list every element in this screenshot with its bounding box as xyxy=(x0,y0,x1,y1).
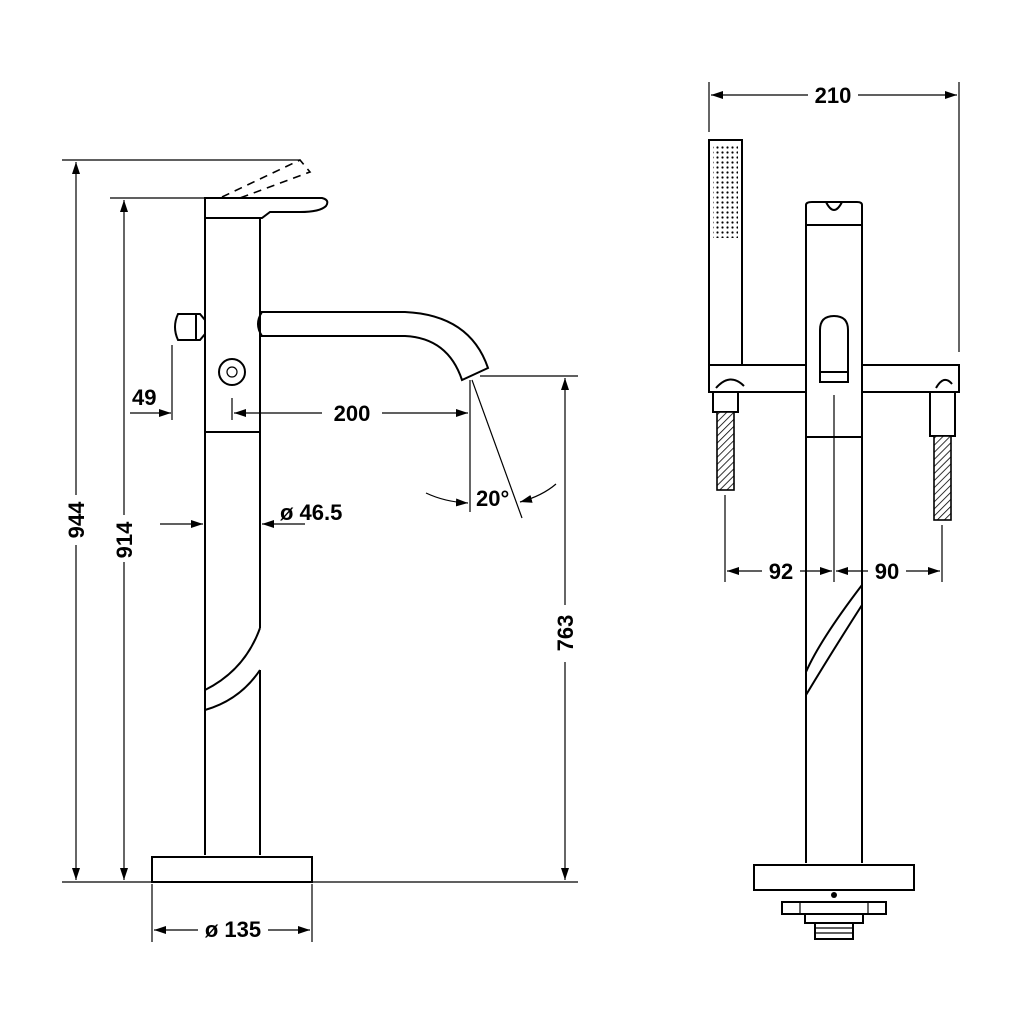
dimension-49-label: 49 xyxy=(132,385,156,410)
angle-arc-left xyxy=(425,492,469,507)
spout-collar xyxy=(257,311,263,337)
dimension-90-label: 90 xyxy=(875,559,899,584)
floor-connector-thread xyxy=(814,922,854,940)
hand-shower-spray-face xyxy=(713,146,738,238)
hose-left xyxy=(716,411,735,491)
dimension-944-label: 944 xyxy=(64,501,89,538)
pillar-curve-cut-upper xyxy=(204,627,261,691)
dimension-92-label: 92 xyxy=(769,559,793,584)
hose-right xyxy=(933,435,952,521)
hose-connector-right xyxy=(929,391,956,437)
angle-arc-right xyxy=(519,483,557,503)
dimension-200-label: 200 xyxy=(334,401,371,426)
spout-angle-line xyxy=(471,379,523,519)
front-view: 210 92 90 xyxy=(708,82,960,940)
front-pillar-top-cap xyxy=(805,201,863,226)
crossbar-curve-left xyxy=(715,378,745,389)
hose-connector-left xyxy=(712,391,739,413)
front-base-screw xyxy=(831,892,837,898)
base-plate xyxy=(151,856,313,883)
side-view: 944 914 763 49 xyxy=(62,159,578,942)
crossbar-right xyxy=(861,364,960,393)
dimension-210-label: 210 xyxy=(815,83,852,108)
spout-outlet-front xyxy=(819,314,849,383)
dimension-763-label: 763 xyxy=(553,615,578,652)
floor-flange xyxy=(781,901,887,915)
front-pillar-curve-cut-lower xyxy=(805,604,863,696)
crossbar-curve-right xyxy=(935,378,953,389)
spout xyxy=(259,311,490,382)
dimension-angle-label: 20° xyxy=(476,486,509,511)
pillar-curve-cut-lower xyxy=(204,669,261,711)
lever-handle xyxy=(204,197,329,219)
lever-alt-position xyxy=(221,159,312,199)
mixer-button-inner xyxy=(226,366,238,378)
dimension-135-label: ø 135 xyxy=(205,917,261,942)
mixer-button-outer xyxy=(218,358,246,386)
dimension-914-label: 914 xyxy=(112,521,137,558)
dimension-46-label: ø 46.5 xyxy=(280,500,342,525)
front-base-plate xyxy=(753,864,915,891)
front-pillar-curve-cut-upper xyxy=(805,584,863,673)
floor-connector xyxy=(804,913,864,924)
front-pillar-cap-notch xyxy=(825,201,843,211)
diverter-knob xyxy=(174,313,206,341)
crossbar xyxy=(708,364,807,393)
